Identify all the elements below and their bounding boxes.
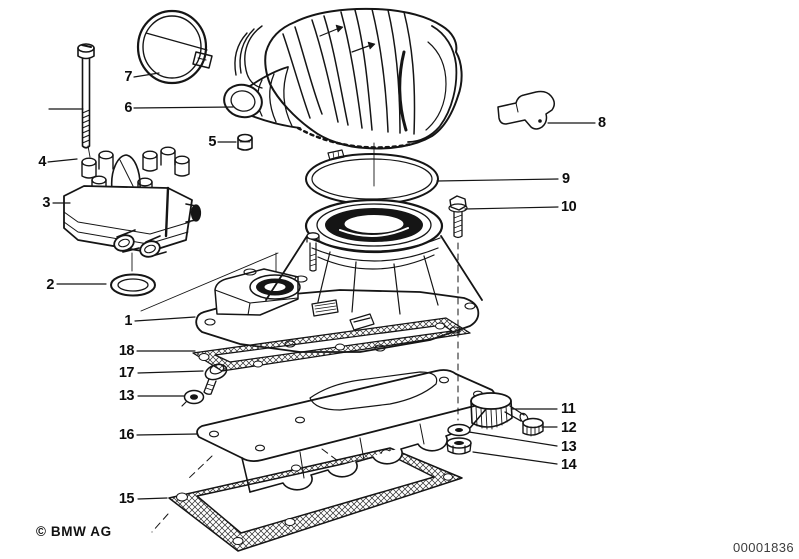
alignment-lines bbox=[87, 142, 375, 312]
callout-12: 12 bbox=[561, 420, 577, 436]
callout-17: 17 bbox=[118, 365, 135, 381]
air-filter-cover-drawing bbox=[234, 7, 463, 150]
leader-14 bbox=[472, 451, 558, 465]
leader-9 bbox=[436, 178, 559, 182]
lower-gasket-drawing bbox=[151, 447, 463, 552]
sealing-ring-drawing bbox=[305, 149, 439, 205]
bushing-drawing bbox=[522, 417, 544, 437]
leader-4 bbox=[47, 158, 78, 163]
leader-7 bbox=[133, 72, 160, 78]
callout-10: 10 bbox=[561, 199, 577, 215]
leader-lines bbox=[47, 72, 596, 500]
fuel-distributor-drawing bbox=[63, 146, 202, 258]
callout-6: 6 bbox=[124, 100, 132, 116]
callout-5: 5 bbox=[208, 134, 216, 150]
leader-10 bbox=[464, 206, 559, 210]
callout-11: 11 bbox=[561, 401, 576, 417]
hex-bolt-drawing bbox=[448, 195, 468, 239]
callout-2: 2 bbox=[46, 277, 54, 293]
callout-9: 9 bbox=[562, 171, 570, 187]
callout-16: 16 bbox=[118, 427, 135, 443]
callout-7: 7 bbox=[124, 69, 132, 85]
leader-6 bbox=[133, 106, 234, 109]
callout-18: 18 bbox=[118, 343, 135, 359]
cap-drawing bbox=[237, 133, 253, 151]
callout-14: 14 bbox=[561, 457, 577, 473]
washer-right-drawing bbox=[447, 423, 471, 437]
retaining-clip-drawing bbox=[497, 90, 555, 130]
callout-4: 4 bbox=[38, 154, 46, 170]
callout-15: 15 bbox=[118, 491, 135, 507]
leader-1 bbox=[134, 316, 196, 322]
housing-drawing bbox=[195, 198, 483, 353]
rubber-mount-drawing bbox=[470, 392, 529, 430]
hose-clamp-drawing bbox=[136, 9, 213, 85]
callout-13-right: 13 bbox=[561, 439, 577, 455]
leader-17 bbox=[137, 370, 204, 374]
callout-1: 1 bbox=[124, 313, 132, 329]
leader-13-right bbox=[468, 431, 558, 447]
o-ring-drawing bbox=[110, 273, 156, 297]
callout-8: 8 bbox=[598, 115, 606, 131]
long-bolt-drawing bbox=[77, 43, 95, 149]
washer-left-drawing bbox=[181, 389, 205, 407]
callout-3: 3 bbox=[42, 195, 50, 211]
upper-gasket-drawing bbox=[192, 317, 471, 372]
small-bolt-drawing bbox=[203, 363, 228, 395]
leader-15 bbox=[137, 497, 168, 500]
copyright-notice: © BMW AG bbox=[36, 524, 112, 539]
callout-13-left: 13 bbox=[118, 388, 135, 404]
intake-boot-drawing bbox=[223, 66, 301, 129]
document-number: 00001836 bbox=[733, 540, 795, 555]
leader-16 bbox=[136, 433, 198, 436]
hex-nut-drawing bbox=[446, 437, 472, 455]
